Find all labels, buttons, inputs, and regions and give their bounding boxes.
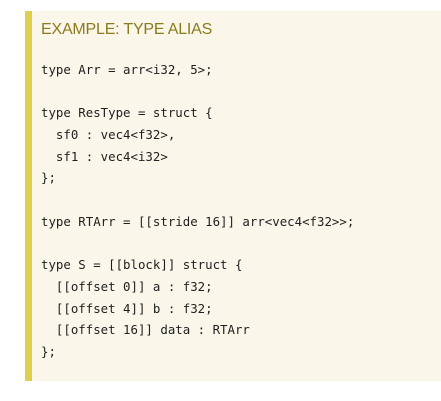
code-line: sf1 : vec4<i32>: [41, 148, 168, 164]
example-title: EXAMPLE: TYPE ALIAS: [41, 21, 213, 38]
code-line: [[offset 4]] b : f32;: [41, 300, 213, 316]
code-line: type RTArr = [[stride 16]] arr<vec4<f32>…: [41, 213, 355, 229]
code-line: [[offset 16]] data : RTArr: [41, 322, 250, 338]
code-line: type Arr = arr<i32, 5>;: [41, 62, 213, 77]
code-line: [41, 189, 354, 211]
code-line: [41, 81, 354, 103]
code-line: };: [41, 170, 56, 186]
code-line: };: [41, 343, 56, 359]
code-line: type S = [[block]] struct {: [41, 257, 243, 273]
code-line: sf0 : vec4<f32>,: [41, 127, 176, 143]
example-box: EXAMPLE: TYPE ALIAS type Arr = arr<i32, …: [25, 11, 441, 381]
code-block: type Arr = arr<i32, 5>; type ResType = st…: [41, 59, 354, 363]
code-line: type ResType = struct {: [41, 105, 213, 121]
code-line: [[offset 0]] a : f32;: [41, 278, 213, 294]
code-line: [41, 233, 354, 255]
